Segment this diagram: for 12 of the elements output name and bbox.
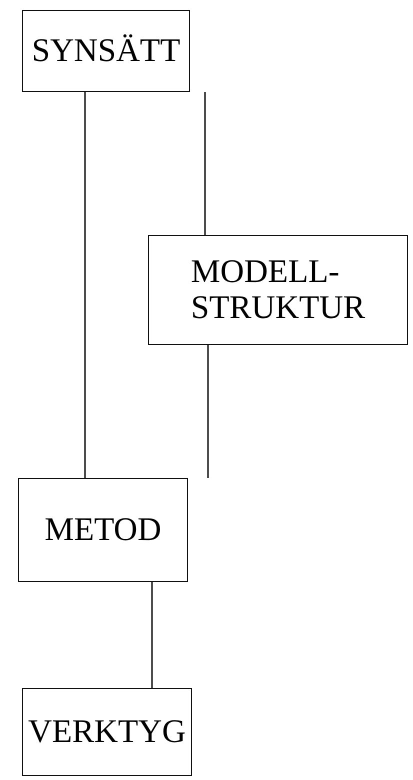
process-box xyxy=(22,10,190,92)
process-box xyxy=(18,478,188,582)
connector-line xyxy=(84,92,86,478)
connector-line xyxy=(204,92,206,235)
connector-line xyxy=(207,345,209,478)
process-box xyxy=(22,688,192,776)
box-label: MODELL- STRUKTUR xyxy=(190,254,366,326)
connector-line xyxy=(151,582,153,688)
box-label: VERKTYG xyxy=(28,714,186,750)
box-label: METOD xyxy=(44,512,162,548)
box-label: SYNSÄTT xyxy=(32,32,180,70)
process-box xyxy=(148,235,408,345)
